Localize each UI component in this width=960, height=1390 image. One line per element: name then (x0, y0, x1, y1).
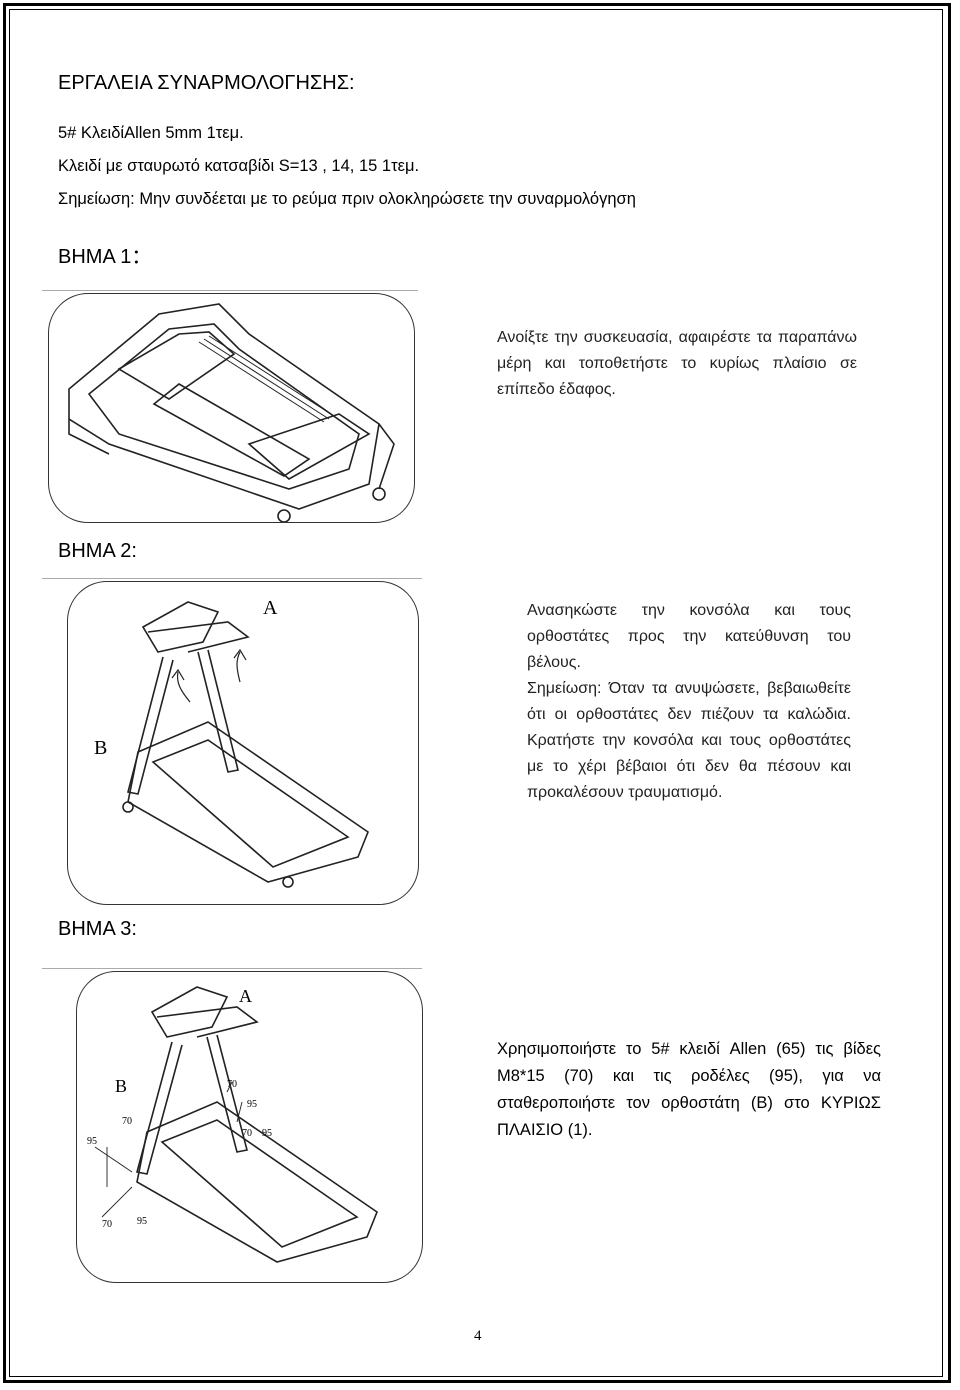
step-1-heading: ΒΗΜΑ 1： (58, 246, 152, 268)
step-3-heading: ΒΗΜΑ 3: (58, 918, 137, 940)
label-95: 95 (262, 1128, 272, 1139)
step-1-rule (42, 290, 418, 291)
step-2-illustration: A B (67, 581, 419, 905)
step-1-text: Ανοίξτε την συσκευασία, αφαιρέστε τα παρ… (497, 325, 857, 403)
page-title: ΕΡΓΑΛΕΙΑ ΣΥΝΑΡΜΟΛΟΓΗΣΗΣ: (58, 72, 355, 94)
step-1-illustration (48, 293, 415, 523)
treadmill-console-raise-icon: A B (94, 597, 369, 888)
step-3-rule (42, 968, 422, 969)
label-a: A (263, 597, 278, 619)
page-border (3, 3, 951, 1383)
label-95: 95 (87, 1136, 97, 1147)
page-number: 4 (474, 1328, 482, 1344)
label-95: 95 (137, 1216, 147, 1227)
step-1-paragraph: Ανοίξτε την συσκευασία, αφαιρέστε τα παρ… (497, 329, 857, 398)
step-3-illustration: A B 70 95 70 95 70 95 70 95 (76, 971, 423, 1283)
label-a: A (239, 986, 252, 1006)
page-border-inner (9, 9, 943, 1377)
step-2-rule (42, 578, 422, 579)
step-2-heading: ΒΗΜΑ 2: (58, 540, 137, 562)
step-3-paragraph: Χρησιμοποιήστε το 5# κλειδί Allen (65) τ… (497, 1040, 881, 1139)
label-b: B (115, 1076, 127, 1096)
label-70: 70 (122, 1116, 132, 1127)
step-2-text: Ανασηκώστε την κονσόλα και τους ορθοστάτ… (527, 598, 851, 806)
label-70: 70 (227, 1079, 237, 1090)
treadmill-folded-icon (68, 303, 395, 522)
label-70: 70 (102, 1219, 112, 1230)
tool-item-allen-key: 5# ΚλειδίAllen 5mm 1τεμ. (58, 124, 244, 142)
label-95: 95 (247, 1099, 257, 1110)
step-3-text: Χρησιμοποιήστε το 5# κλειδί Allen (65) τ… (497, 1036, 881, 1144)
treadmill-bolt-fixing-icon: A B 70 95 70 95 70 95 70 95 (87, 986, 378, 1263)
label-70: 70 (242, 1128, 252, 1139)
label-b: B (94, 737, 107, 759)
step-2-paragraph-1: Ανασηκώστε την κονσόλα και τους ορθοστάτ… (527, 602, 851, 671)
assembly-note: Σημείωση: Μην συνδέεται με το ρεύμα πριν… (58, 190, 636, 208)
tool-item-cross-wrench: Κλειδί με σταυρωτό κατσαβίδι S=13 , 14, … (58, 157, 420, 175)
step-2-paragraph-2: Σημείωση: Όταν τα ανυψώσετε, βεβαιωθείτε… (527, 680, 851, 801)
